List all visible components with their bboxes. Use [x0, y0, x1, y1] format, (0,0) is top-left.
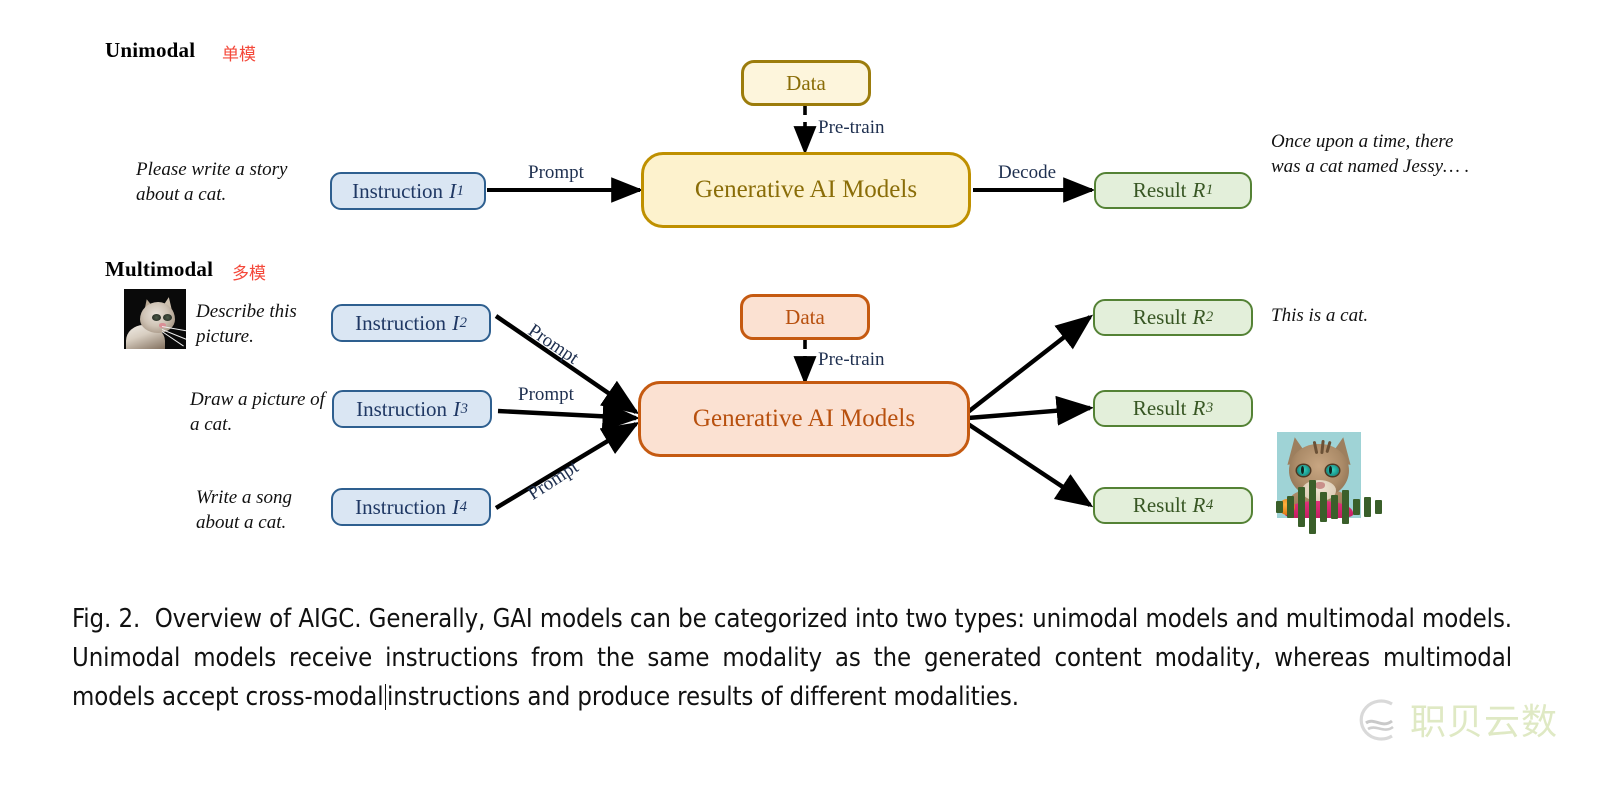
edge-label-prompt-4: Prompt	[524, 456, 583, 505]
instruction-label-2: Instruction	[355, 310, 447, 335]
waveform-bar	[1331, 495, 1338, 519]
arrow-result-2	[966, 314, 1094, 414]
multimodal-output-text-2: This is a cat.	[1271, 305, 1369, 326]
instruction-label-1: Instruction	[352, 178, 444, 203]
result-subscript-1: 1	[1205, 182, 1214, 198]
cat-photo-thumbnail	[124, 289, 186, 349]
waveform-bar	[1276, 501, 1283, 513]
data-box-multimodal[interactable]: Data	[740, 294, 870, 340]
caption-body: Overview of AIGC. Generally, GAI models …	[72, 604, 1512, 712]
arrow-result-4	[966, 422, 1094, 508]
waveform-bar	[1353, 499, 1360, 515]
waveform-bar	[1375, 500, 1382, 514]
waveform-bar	[1364, 497, 1371, 517]
cat-eye-right	[163, 313, 173, 321]
waveform-bar	[1342, 490, 1349, 524]
result-label-2: Result	[1132, 305, 1187, 329]
generated-cat-pupil-left	[1300, 466, 1304, 475]
multimodal-heading: Multimodal	[105, 257, 214, 281]
edge-label-pretrain-unimodal: Pre-train	[818, 117, 885, 138]
instruction-var-4: I	[452, 494, 460, 519]
model-box-unimodal[interactable]: Generative AI Models	[641, 152, 971, 228]
instruction-label-3: Instruction	[356, 396, 448, 421]
generated-cat-eye-right	[1325, 464, 1339, 476]
edge-label-prompt-2: Prompt	[524, 320, 583, 369]
figure-caption: Fig. 2. Overview of AIGC. Generally, GAI…	[72, 600, 1512, 717]
generated-cat-nose	[1314, 481, 1325, 489]
audio-waveform-icon	[1276, 480, 1382, 534]
unimodal-output-text: Once upon a time, there was a cat named …	[1271, 131, 1470, 177]
waveform-bar	[1287, 496, 1294, 518]
caption-tail: instructions and produce results of diff…	[387, 682, 1019, 712]
cat-nose	[158, 322, 166, 328]
result-label-1: Result	[1132, 178, 1187, 202]
result-subscript-4: 4	[1205, 497, 1214, 513]
multimodal-prompt-text-4: Write a song about a cat.	[196, 487, 293, 533]
edge-label-prompt-1: Prompt	[528, 162, 584, 183]
instruction-var-1: I	[449, 178, 457, 203]
waveform-bar	[1298, 487, 1305, 527]
unimodal-prompt-text: Please write a story about a cat.	[136, 159, 288, 205]
result-var-4: R	[1192, 493, 1206, 517]
unimodal-heading: Unimodal	[105, 38, 196, 62]
multimodal-heading-cn: 多模	[232, 264, 266, 284]
result-subscript-3: 3	[1205, 400, 1214, 416]
edge-label-pretrain-multimodal: Pre-train	[818, 349, 885, 370]
data-box-unimodal[interactable]: Data	[741, 60, 871, 106]
waveform-bar	[1309, 480, 1316, 534]
instruction-subscript-4: 4	[459, 498, 467, 515]
result-var-2: R	[1192, 305, 1206, 329]
result-var-1: R	[1192, 178, 1206, 202]
result-label-4: Result	[1132, 493, 1187, 517]
multimodal-prompt-text-2: Describe this picture.	[196, 301, 297, 347]
model-box-multimodal[interactable]: Generative AI Models	[638, 381, 970, 457]
instruction-subscript-1: 1	[456, 182, 464, 199]
instruction-subscript-2: 2	[459, 314, 467, 331]
text-cursor	[384, 684, 387, 710]
edge-label-decode-1: Decode	[998, 162, 1057, 183]
edge-label-prompt-3: Prompt	[518, 384, 574, 405]
instruction-label-4: Instruction	[355, 494, 447, 519]
unimodal-heading-cn: 单模	[222, 45, 256, 65]
cat-eye-left	[151, 314, 161, 322]
instruction-var-3: I	[453, 396, 461, 421]
arrow-result-3	[967, 395, 1094, 426]
multimodal-prompt-text-3: Draw a picture of a cat.	[190, 389, 325, 435]
arrow-prompt-3	[497, 401, 640, 432]
generated-cat-pupil-right	[1329, 466, 1333, 475]
instruction-subscript-3: 3	[460, 400, 468, 417]
result-var-3: R	[1192, 396, 1206, 420]
generated-cat-eye-left	[1297, 464, 1311, 476]
result-subscript-2: 2	[1205, 309, 1214, 325]
result-label-3: Result	[1132, 396, 1187, 420]
caption-prefix: Fig. 2.	[72, 604, 141, 634]
waveform-bar	[1320, 492, 1327, 522]
instruction-var-2: I	[452, 310, 460, 335]
